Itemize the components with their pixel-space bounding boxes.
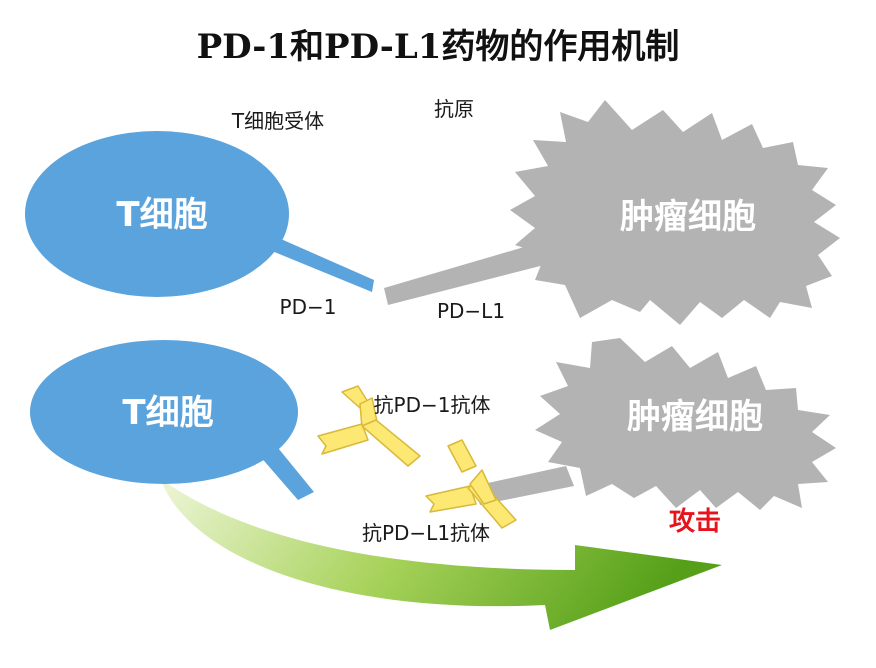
t-cell-receptor-label: T细胞受体: [231, 109, 324, 133]
bottom-t-cell-label: T细胞: [122, 393, 213, 433]
top-tumor-cell: 肿瘤细胞: [384, 100, 840, 325]
anti-pd1-label: 抗PD−1抗体: [374, 393, 491, 417]
bottom-pdl1-ligand: [474, 466, 574, 505]
top-tumor-cell-label: 肿瘤细胞: [620, 197, 756, 237]
pd1-receptor: [250, 232, 374, 292]
top-t-cell-label: T细胞: [116, 195, 207, 235]
top-t-cell: T细胞: [25, 131, 374, 297]
pdl1-label: PD−L1: [437, 299, 505, 323]
pdl1-ligand: [384, 240, 556, 305]
anti-pd1-antibody: [317, 385, 421, 467]
pd1-label: PD−1: [280, 295, 337, 319]
bottom-t-cell: T细胞: [30, 340, 314, 500]
anti-pdl1-antibody: [425, 439, 517, 529]
bottom-tumor-cell: 肿瘤细胞: [474, 338, 836, 510]
attack-arrow: [160, 478, 722, 630]
antigen-label: 抗原: [434, 97, 474, 121]
bottom-tumor-cell-label: 肿瘤细胞: [627, 397, 763, 437]
anti-pdl1-label: 抗PD−L1抗体: [362, 521, 490, 545]
page-title: PD-1和PD-L1药物的作用机制: [197, 27, 680, 67]
bottom-pd1-receptor: [246, 432, 314, 500]
attack-label: 攻击: [669, 507, 721, 537]
